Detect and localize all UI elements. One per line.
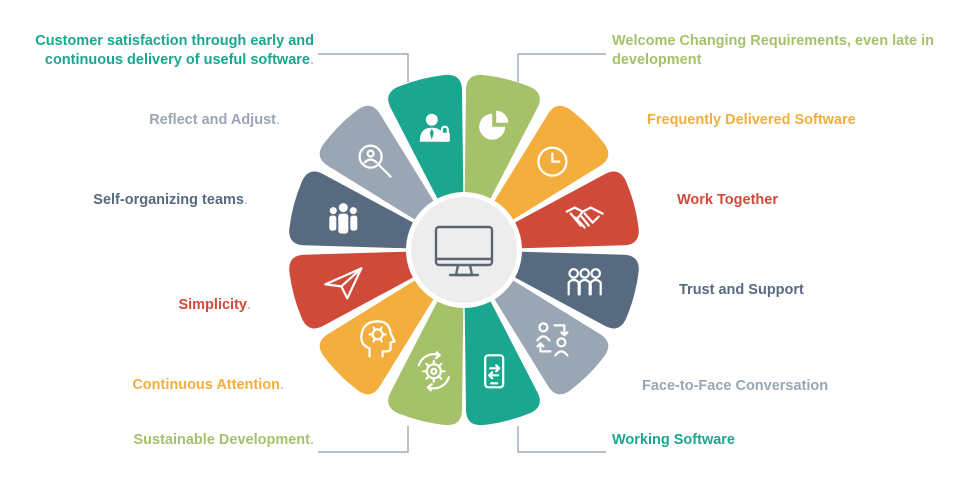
leader-lines bbox=[318, 53, 606, 453]
label-dot: . bbox=[246, 297, 251, 313]
label-text: Working Software bbox=[612, 432, 735, 448]
gear-cycle-icon bbox=[417, 351, 450, 392]
label-line: Sustainable Development. bbox=[134, 431, 315, 450]
label-simplicity: Simplicity. bbox=[178, 296, 251, 315]
label-customer-satisfaction: Customer satisfaction through early and c… bbox=[35, 32, 314, 70]
label-text: Frequently Delivered Software bbox=[647, 112, 856, 128]
magnifier-icon bbox=[358, 144, 392, 178]
label-text: continuous delivery of useful software bbox=[44, 52, 310, 68]
clock-icon bbox=[537, 146, 568, 177]
leader-line-customer-satisfaction bbox=[318, 53, 409, 82]
pie-chart-icon bbox=[479, 110, 509, 140]
label-text: Self-organizing teams bbox=[93, 192, 244, 208]
label-line: Trust and Support bbox=[679, 281, 804, 300]
leader-line-working-software bbox=[517, 426, 606, 453]
label-trust-and-support: Trust and Support bbox=[679, 281, 804, 300]
label-line: continuous delivery of useful software. bbox=[35, 51, 314, 70]
segment-face-to-face-conversation bbox=[494, 280, 609, 395]
label-frequently-delivered-software: Frequently Delivered Software bbox=[647, 111, 856, 130]
label-work-together: Work Together bbox=[677, 191, 778, 210]
label-line: Working Software bbox=[612, 431, 735, 450]
label-text: Face-to-Face Conversation bbox=[642, 378, 829, 394]
segment-continuous-attention bbox=[319, 280, 434, 395]
label-text: Sustainable Development bbox=[133, 432, 310, 448]
segment-welcome-changing-requirements bbox=[464, 74, 540, 199]
label-text: Trust and Support bbox=[679, 282, 804, 298]
label-dot: . bbox=[275, 112, 280, 128]
head-gear-icon bbox=[360, 320, 396, 358]
label-line: Work Together bbox=[677, 191, 778, 210]
people-exchange-icon bbox=[536, 322, 569, 357]
label-text: Simplicity bbox=[178, 297, 247, 313]
label-text: development bbox=[612, 52, 702, 68]
label-face-to-face-conversation: Face-to-Face Conversation bbox=[642, 377, 828, 396]
center-circle bbox=[411, 197, 517, 303]
label-continuous-attention: Continuous Attention. bbox=[132, 376, 284, 395]
label-welcome-changing-requirements: Welcome Changing Requirements, even late… bbox=[612, 32, 934, 70]
label-sustainable-development: Sustainable Development. bbox=[134, 431, 315, 450]
label-dot: . bbox=[279, 377, 284, 393]
segment-trust-and-support bbox=[515, 251, 639, 329]
label-dot: . bbox=[309, 432, 314, 448]
label-line: Customer satisfaction through early and bbox=[35, 32, 314, 51]
paper-plane-icon bbox=[324, 267, 363, 300]
label-text: Work Together bbox=[677, 192, 778, 208]
label-dot: . bbox=[309, 52, 314, 68]
handshake-icon bbox=[565, 206, 604, 229]
label-line: Reflect and Adjust. bbox=[149, 111, 280, 130]
wheel-center bbox=[411, 197, 517, 303]
business-person-lock-icon bbox=[419, 113, 450, 142]
wheel-icons bbox=[324, 110, 604, 392]
label-line: Simplicity. bbox=[178, 296, 251, 315]
label-working-software: Working Software bbox=[612, 431, 735, 450]
label-text: Welcome Changing Requirements, even late… bbox=[612, 33, 935, 49]
leader-line-sustainable-development bbox=[318, 426, 409, 453]
leader-line-welcome-changing-requirements bbox=[517, 53, 606, 82]
label-line: Frequently Delivered Software bbox=[647, 111, 856, 130]
segment-frequently-delivered-software bbox=[494, 105, 609, 220]
label-line: Self-organizing teams. bbox=[93, 191, 248, 210]
smartphone-sync-icon bbox=[484, 354, 505, 389]
team-icon bbox=[567, 268, 602, 296]
group-icon bbox=[329, 203, 358, 234]
label-text: Customer satisfaction through early and bbox=[35, 33, 314, 49]
label-text: Continuous Attention bbox=[132, 377, 280, 393]
label-line: Continuous Attention. bbox=[132, 376, 284, 395]
label-line: Face-to-Face Conversation bbox=[642, 377, 828, 396]
label-line: Welcome Changing Requirements, even late… bbox=[612, 32, 934, 51]
label-reflect-and-adjust: Reflect and Adjust. bbox=[149, 111, 280, 130]
label-dot: . bbox=[243, 192, 248, 208]
label-text: Reflect and Adjust bbox=[149, 112, 276, 128]
monitor-icon bbox=[434, 225, 494, 277]
label-line: development bbox=[612, 51, 934, 70]
label-self-organizing-teams: Self-organizing teams. bbox=[93, 191, 248, 210]
